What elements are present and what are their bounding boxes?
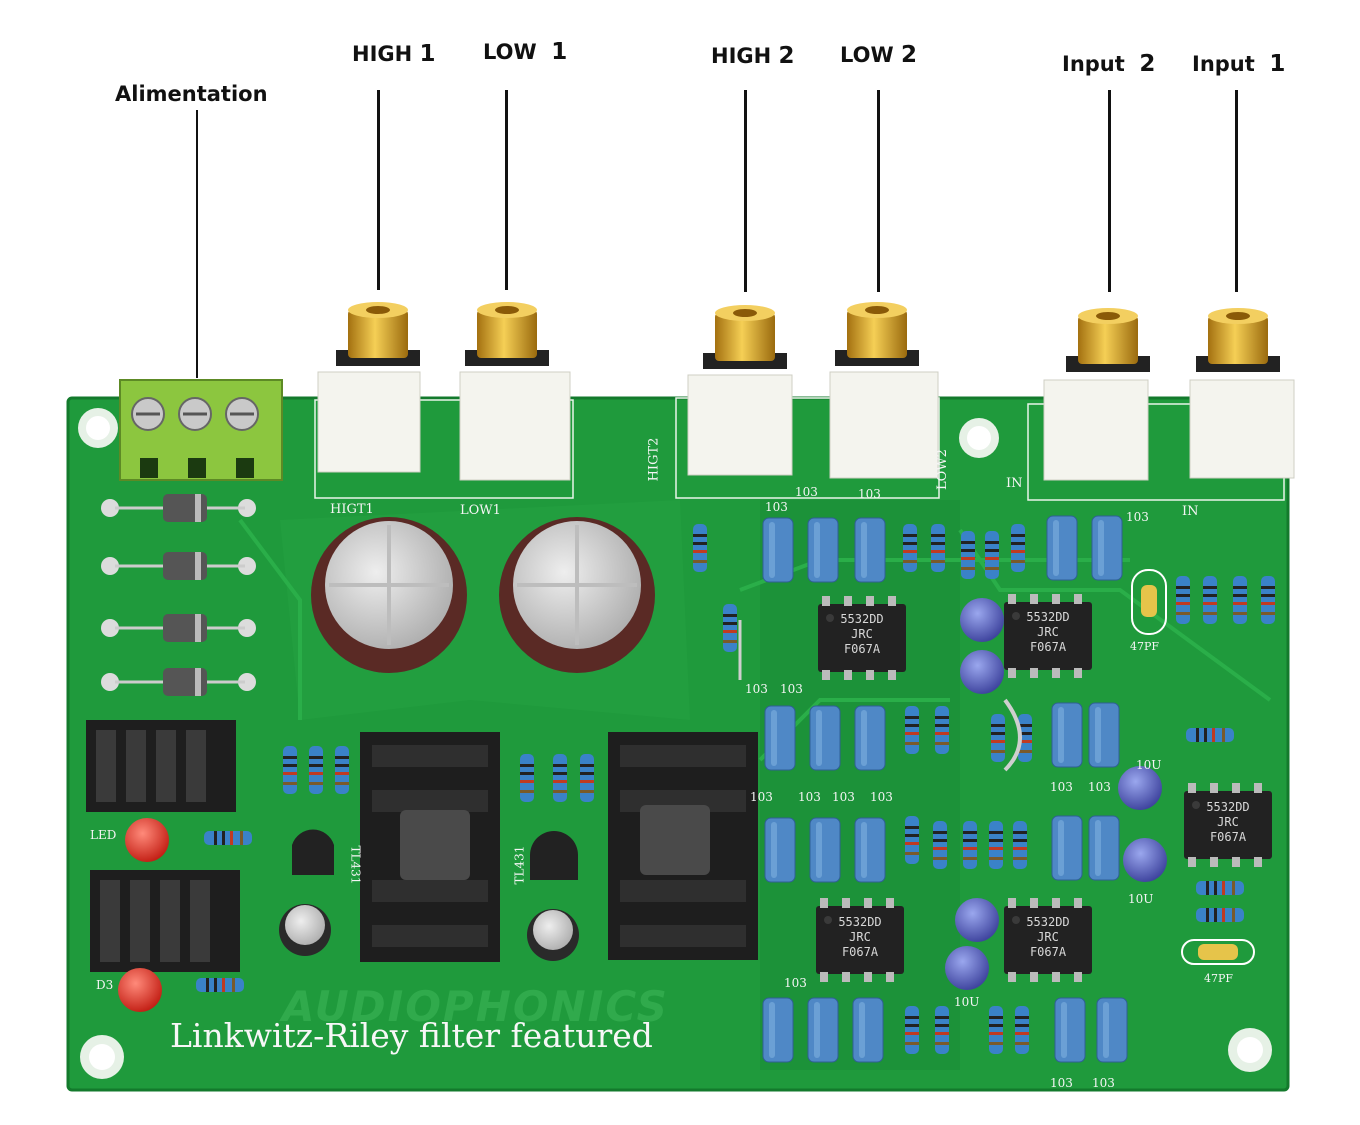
heatsinks bbox=[86, 720, 758, 972]
chip-line-2: JRC bbox=[1217, 815, 1239, 829]
chip-marking-4: 5532DD JRC F067A bbox=[820, 915, 900, 960]
callout-low1-word: LOW bbox=[483, 40, 537, 64]
watermark-audiophonics: AUDIOPHONICS bbox=[282, 982, 669, 1031]
callout-low1: LOW 1 bbox=[483, 40, 567, 64]
silkscreen-higt1: HIGT1 bbox=[330, 502, 374, 517]
silkscreen-low2: LOW2 bbox=[934, 449, 950, 490]
silkscreen-10u-c: 10U bbox=[954, 995, 980, 1009]
silkscreen-d3: D3 bbox=[96, 978, 114, 992]
chip-line-1: 5532DD bbox=[838, 915, 882, 929]
silkscreen-103-o: 103 bbox=[1092, 1076, 1115, 1090]
leader-low2 bbox=[877, 90, 880, 292]
chip-line-2: JRC bbox=[1037, 930, 1059, 944]
chip-line-3: F067A bbox=[843, 642, 881, 656]
silkscreen-103-h: 103 bbox=[798, 790, 821, 804]
callout-input2-word: Input bbox=[1062, 52, 1125, 76]
silkscreen-10u-a: 10U bbox=[1136, 758, 1162, 772]
silkscreen-in-a: IN bbox=[1006, 476, 1023, 491]
callout-input2: Input 2 bbox=[1062, 52, 1155, 76]
silkscreen-47pf-b: 47PF bbox=[1204, 972, 1234, 985]
silkscreen-103-e: 103 bbox=[745, 682, 768, 696]
chip-line-1: 5532DD bbox=[840, 612, 884, 626]
silkscreen-low1: LOW1 bbox=[460, 503, 501, 518]
silkscreen-10u-b: 10U bbox=[1128, 892, 1154, 906]
chip-marking-2: 5532DD JRC F067A bbox=[1008, 610, 1088, 655]
silkscreen-tl431-b: TL431 bbox=[512, 845, 527, 885]
silkscreen-higt2: HIGT2 bbox=[646, 437, 662, 482]
chip-line-3: F067A bbox=[841, 945, 879, 959]
silkscreen-103-c: 103 bbox=[858, 487, 881, 501]
chip-marking-1: 5532DD JRC F067A bbox=[822, 612, 902, 657]
chip-line-3: F067A bbox=[1029, 945, 1067, 959]
leader-alimentation bbox=[196, 110, 198, 378]
callout-low2-word: LOW bbox=[840, 43, 894, 67]
callout-input1: Input 1 bbox=[1192, 52, 1285, 76]
callout-input2-num: 2 bbox=[1139, 51, 1156, 77]
callout-low2: LOW 2 bbox=[840, 43, 917, 67]
callout-high1-num: 1 bbox=[419, 41, 436, 67]
silkscreen-47pf-a: 47PF bbox=[1130, 640, 1160, 653]
electrolytic-caps bbox=[311, 517, 655, 673]
silkscreen-103-b: 103 bbox=[795, 485, 818, 499]
led-bottom bbox=[118, 968, 162, 1012]
silkscreen-103-f: 103 bbox=[780, 682, 803, 696]
silkscreen-103-m: 103 bbox=[784, 976, 807, 990]
leader-high2 bbox=[744, 90, 747, 292]
chip-line-1: 5532DD bbox=[1206, 800, 1250, 814]
screw-terminal bbox=[119, 379, 283, 481]
chip-line-2: JRC bbox=[849, 930, 871, 944]
chip-marking-5: 5532DD JRC F067A bbox=[1008, 915, 1088, 960]
silkscreen-tl431-a: TL431 bbox=[348, 845, 363, 885]
leader-low1 bbox=[505, 90, 508, 290]
silkscreen-103-n: 103 bbox=[1050, 1076, 1073, 1090]
silkscreen-in-b: IN bbox=[1182, 504, 1199, 519]
leader-high1 bbox=[377, 90, 380, 290]
callout-high1-word: HIGH bbox=[352, 42, 413, 66]
chip-line-2: JRC bbox=[851, 627, 873, 641]
chip-marking-3: 5532DD JRC F067A bbox=[1188, 800, 1268, 845]
chip-line-3: F067A bbox=[1029, 640, 1067, 654]
chip-line-2: JRC bbox=[1037, 625, 1059, 639]
silkscreen-103-a: 103 bbox=[765, 500, 788, 514]
callout-high2: HIGH 2 bbox=[711, 44, 795, 68]
callout-low2-num: 2 bbox=[900, 42, 917, 68]
silkscreen-103-l: 103 bbox=[1088, 780, 1111, 794]
callout-high2-word: HIGH bbox=[711, 44, 772, 68]
led-top bbox=[125, 818, 169, 862]
silkscreen-103-d: 103 bbox=[1126, 510, 1149, 524]
silkscreen-103-g: 103 bbox=[750, 790, 773, 804]
board-caption: Linkwitz-Riley filter featured bbox=[170, 1016, 653, 1055]
small-electrolytic-caps bbox=[945, 598, 1167, 990]
silkscreen-led: LED bbox=[90, 828, 117, 842]
chip-line-1: 5532DD bbox=[1026, 915, 1070, 929]
callout-high2-num: 2 bbox=[778, 43, 795, 69]
leader-input2 bbox=[1108, 90, 1111, 292]
callout-input1-num: 1 bbox=[1269, 51, 1286, 77]
chip-line-1: 5532DD bbox=[1026, 610, 1070, 624]
rca-jacks bbox=[317, 302, 1295, 481]
callout-alimentation-text: Alimentation bbox=[115, 82, 268, 106]
leader-input1 bbox=[1235, 90, 1238, 292]
diodes bbox=[101, 494, 256, 696]
chip-line-3: F067A bbox=[1209, 830, 1247, 844]
silkscreen-103-j: 103 bbox=[870, 790, 893, 804]
silkscreen-103-i: 103 bbox=[832, 790, 855, 804]
silkscreen-103-k: 103 bbox=[1050, 780, 1073, 794]
callout-input1-word: Input bbox=[1192, 52, 1255, 76]
callout-high1: HIGH 1 bbox=[352, 42, 436, 66]
callout-alimentation: Alimentation bbox=[115, 82, 268, 106]
callout-low1-num: 1 bbox=[551, 39, 568, 65]
